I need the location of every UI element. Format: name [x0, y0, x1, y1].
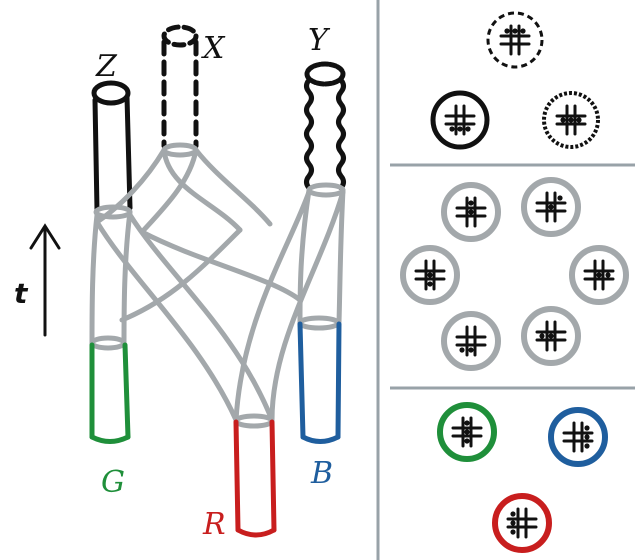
- tic-tac-toe-grid-icon: [542, 91, 600, 149]
- top-panel: [430, 11, 600, 150]
- label-r: R: [202, 507, 226, 542]
- label-y: Y: [308, 23, 331, 58]
- tube-z-top: [91, 80, 133, 213]
- tic-tac-toe-grid-icon: [492, 493, 552, 553]
- label-x: X: [201, 31, 226, 66]
- tube-y-top: [304, 61, 346, 191]
- tic-tac-toe-grid-icon: [430, 90, 490, 150]
- tic-tac-toe-grid-icon: [521, 306, 581, 366]
- tube-network: [89, 24, 346, 538]
- tube-b-bottom: [297, 321, 342, 444]
- tube-r-bottom: [233, 419, 277, 538]
- tic-tac-toe-grid-icon: [486, 11, 544, 69]
- tic-tac-toe-grid-icon: [441, 311, 501, 371]
- tube-x-top: [161, 24, 199, 149]
- bottom-panel: [437, 402, 608, 553]
- time-label: t: [14, 277, 29, 310]
- tube-g-bottom: [89, 342, 131, 444]
- label-z: Z: [95, 49, 118, 84]
- label-b: B: [310, 456, 333, 491]
- tic-tac-toe-grid-icon: [437, 402, 497, 462]
- tic-tac-toe-grid-icon: [521, 177, 581, 237]
- tic-tac-toe-grid-icon: [548, 407, 608, 467]
- arrow-up-icon: [29, 223, 61, 337]
- tube-crossings: [89, 142, 346, 429]
- tic-tac-toe-grid-icon: [400, 245, 460, 305]
- label-g: G: [101, 465, 125, 500]
- tic-tac-toe-grid-icon: [441, 182, 501, 242]
- tic-tac-toe-grid-icon: [569, 245, 629, 305]
- middle-panel: [400, 177, 629, 371]
